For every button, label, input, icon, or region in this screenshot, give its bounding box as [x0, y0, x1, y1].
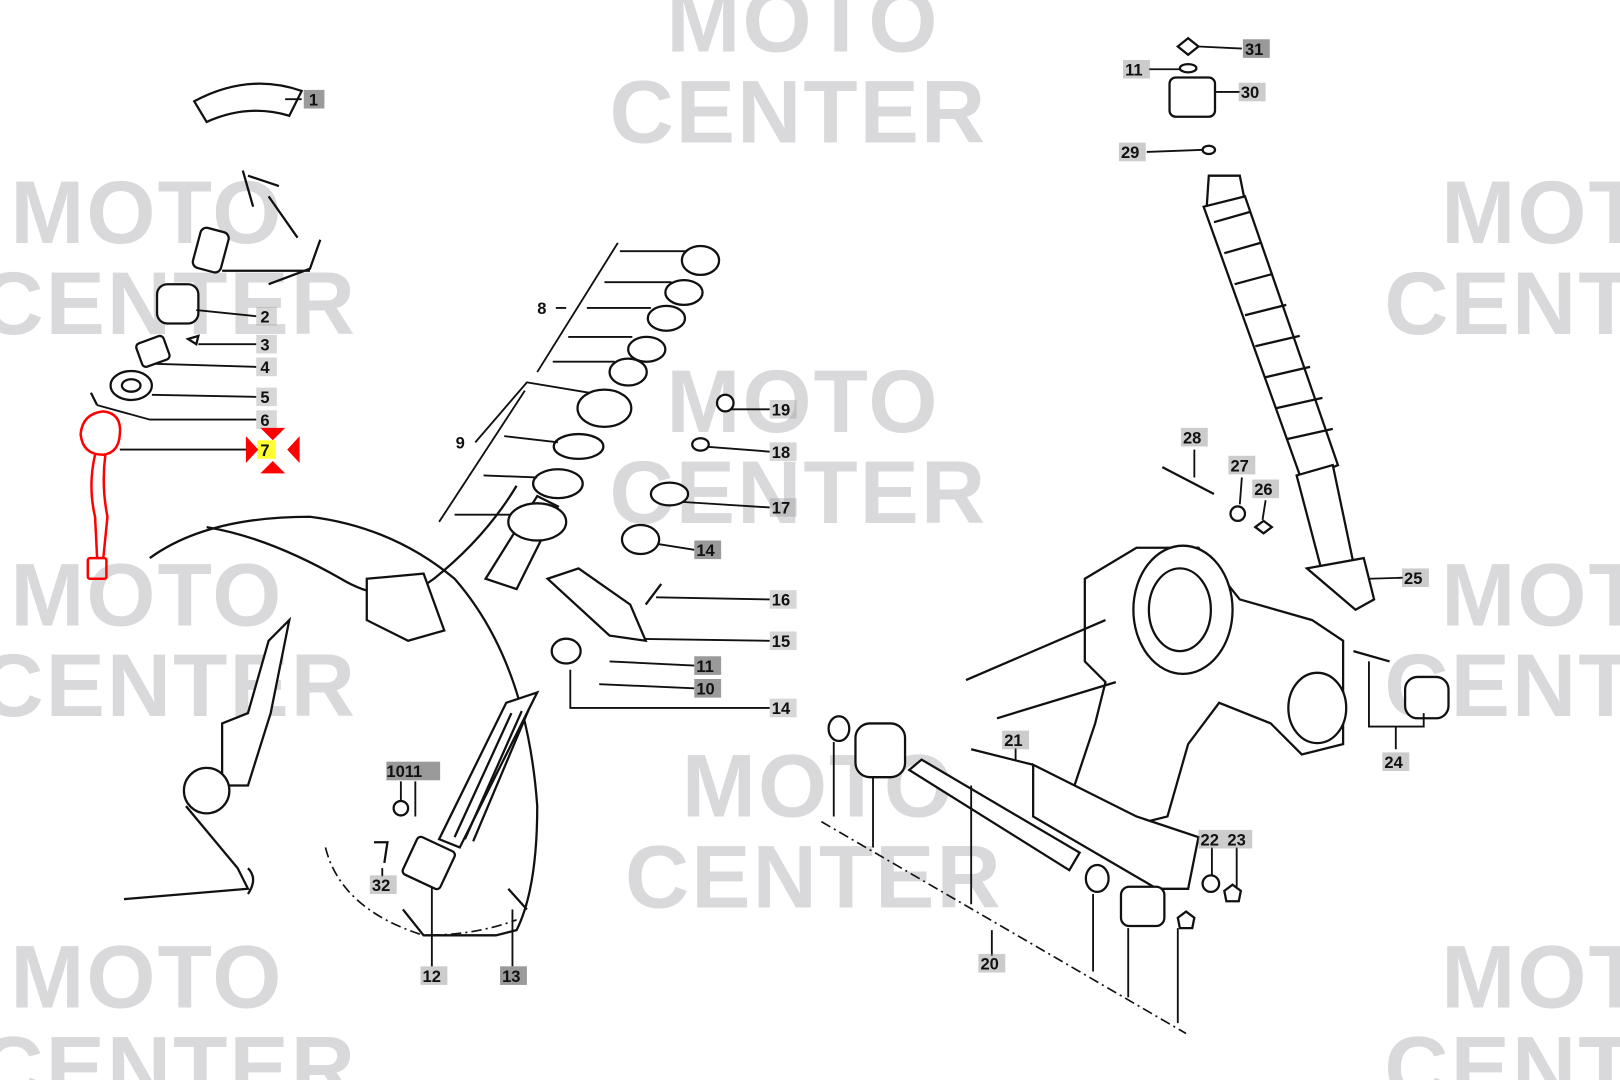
label-18[interactable]: 18	[769, 442, 797, 462]
label-29[interactable]: 29	[1118, 142, 1146, 163]
label-1[interactable]: 1	[303, 89, 325, 110]
label-4[interactable]: 4	[256, 357, 277, 378]
svg-text:MOTO: MOTO	[1441, 163, 1620, 262]
label-28[interactable]: 28	[1180, 427, 1208, 448]
svg-text:CENTER: CENTER	[1384, 254, 1620, 353]
svg-text:CENTER: CENTER	[1384, 1019, 1620, 1080]
highlight-marker-icon	[245, 427, 300, 474]
svg-text:29: 29	[1121, 143, 1139, 162]
svg-text:26: 26	[1254, 480, 1272, 499]
svg-text:18: 18	[772, 443, 790, 462]
svg-text:30: 30	[1241, 83, 1259, 102]
leader-lines-left	[96, 98, 302, 451]
leader-lines-middle	[438, 242, 770, 709]
svg-text:6: 6	[260, 411, 269, 430]
svg-text:25: 25	[1404, 569, 1422, 588]
label-3[interactable]: 3	[256, 334, 277, 355]
svg-text:21: 21	[1004, 731, 1022, 750]
label-8[interactable]: 8	[537, 299, 546, 318]
svg-text:31: 31	[1245, 40, 1263, 59]
svg-text:MOTO: MOTO	[666, 352, 939, 451]
label-15[interactable]: 15	[769, 631, 797, 651]
label-23[interactable]: 23	[1225, 829, 1253, 850]
label-22[interactable]: 22	[1198, 829, 1226, 850]
svg-text:8: 8	[537, 299, 546, 318]
svg-text:13: 13	[502, 967, 520, 986]
label-17[interactable]: 17	[769, 498, 797, 518]
label-11-top[interactable]: 11	[1123, 59, 1150, 80]
svg-text:4: 4	[260, 358, 270, 377]
front-fork	[123, 485, 560, 937]
svg-text:10: 10	[696, 680, 714, 699]
svg-text:9: 9	[456, 434, 465, 453]
lock-assembly	[89, 82, 322, 406]
swing-arm-spacers	[820, 715, 1243, 1035]
label-20[interactable]: 20	[978, 953, 1006, 974]
svg-text:MOTO: MOTO	[10, 163, 283, 262]
label-19[interactable]: 19	[769, 399, 797, 420]
svg-text:MOTO: MOTO	[1441, 545, 1620, 644]
svg-text:MOTO: MOTO	[1441, 928, 1620, 1027]
label-26[interactable]: 26	[1252, 479, 1280, 500]
label-7-highlighted[interactable]: 7	[245, 427, 300, 474]
svg-text:27: 27	[1230, 456, 1248, 475]
label-12[interactable]: 12	[420, 966, 448, 986]
svg-text:1011: 1011	[386, 762, 422, 781]
svg-text:CENTER: CENTER	[610, 63, 988, 162]
svg-text:20: 20	[980, 954, 998, 973]
svg-text:3: 3	[260, 335, 269, 354]
label-11[interactable]: 11	[694, 656, 722, 676]
svg-text:CENTER: CENTER	[625, 827, 1003, 926]
svg-text:MOTO: MOTO	[10, 928, 283, 1027]
label-30[interactable]: 30	[1238, 82, 1266, 103]
label-27[interactable]: 27	[1228, 455, 1256, 476]
svg-text:23: 23	[1227, 830, 1245, 849]
label-21[interactable]: 21	[1002, 730, 1030, 751]
label-6[interactable]: 6	[256, 410, 277, 430]
svg-text:MOTO: MOTO	[666, 0, 939, 71]
svg-text:1: 1	[309, 90, 318, 109]
svg-text:CENTER: CENTER	[0, 636, 357, 735]
label-10[interactable]: 10	[694, 679, 722, 699]
svg-text:5: 5	[260, 388, 269, 407]
svg-text:11: 11	[1125, 60, 1142, 79]
label-14-lower[interactable]: 14	[769, 698, 797, 719]
label-25[interactable]: 25	[1402, 568, 1429, 588]
steering-bearings	[507, 244, 721, 542]
svg-text:32: 32	[372, 876, 390, 895]
steering-small-parts	[545, 393, 735, 665]
label-31[interactable]: 31	[1242, 39, 1270, 59]
label-32[interactable]: 32	[369, 875, 397, 895]
svg-text:14: 14	[696, 541, 715, 560]
svg-text:MOTO: MOTO	[682, 736, 955, 835]
label-13[interactable]: 13	[500, 966, 527, 986]
label-24[interactable]: 24	[1382, 752, 1410, 772]
svg-text:17: 17	[772, 499, 790, 518]
swing-arm	[965, 544, 1450, 829]
svg-text:24: 24	[1384, 753, 1403, 772]
svg-text:2: 2	[260, 307, 269, 326]
label-2[interactable]: 2	[256, 306, 277, 327]
label-5[interactable]: 5	[256, 387, 277, 408]
svg-text:22: 22	[1201, 830, 1219, 849]
svg-text:19: 19	[772, 400, 790, 419]
front-shock	[324, 690, 540, 967]
svg-text:7: 7	[260, 441, 269, 460]
rear-shock	[1146, 36, 1404, 612]
svg-text:14: 14	[772, 699, 791, 718]
highlighted-part-7[interactable]	[79, 410, 122, 580]
label-9[interactable]: 9	[456, 434, 465, 453]
svg-text:12: 12	[423, 967, 441, 986]
svg-text:28: 28	[1183, 428, 1201, 447]
part-labels: 1 2 3 4 5 6 7 8 9 19 18 17 14 16 15 11 1…	[245, 39, 1429, 986]
label-14[interactable]: 14	[694, 540, 722, 561]
label-10-11[interactable]: 1011	[386, 761, 441, 782]
svg-text:16: 16	[772, 591, 790, 610]
svg-text:11: 11	[696, 657, 713, 676]
svg-text:CENTER: CENTER	[0, 1019, 357, 1080]
svg-text:15: 15	[772, 632, 790, 651]
label-16[interactable]: 16	[769, 590, 797, 610]
svg-text:MOTO: MOTO	[10, 545, 283, 644]
